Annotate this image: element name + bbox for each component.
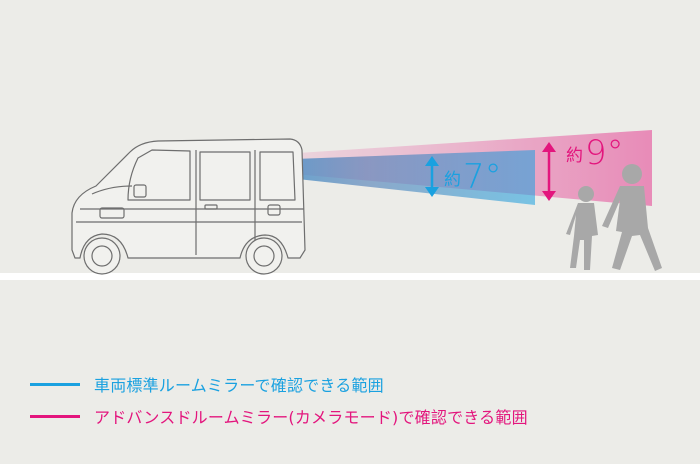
- standard-angle-label: 約 7°: [444, 160, 502, 194]
- standard-angle-prefix: 約: [444, 170, 461, 190]
- advanced-angle-prefix: 約: [566, 146, 583, 166]
- child-silhouette: [566, 186, 598, 270]
- legend-swatch-blue: [30, 382, 80, 386]
- standard-angle-value: 7°: [463, 157, 502, 197]
- legend-item-advanced: アドバンスドルームミラー(カメラモード)で確認できる範囲: [30, 404, 528, 428]
- ground-band: [0, 273, 700, 280]
- legend-item-standard: 車両標準ルームミラーで確認できる範囲: [30, 372, 384, 396]
- advanced-angle-value: 9°: [585, 133, 624, 173]
- standard-angle-arrow: [425, 156, 439, 197]
- car-illustration: [71, 138, 306, 275]
- legend-swatch-pink: [30, 414, 80, 418]
- advanced-angle-label: 約 9°: [566, 136, 624, 170]
- legend-label-standard: 車両標準ルームミラーで確認できる範囲: [94, 376, 384, 395]
- pedestrians: [566, 164, 662, 271]
- advanced-angle-arrow: [542, 142, 556, 201]
- legend-label-advanced: アドバンスドルームミラー(カメラモード)で確認できる範囲: [94, 408, 528, 427]
- adult-silhouette: [602, 164, 662, 271]
